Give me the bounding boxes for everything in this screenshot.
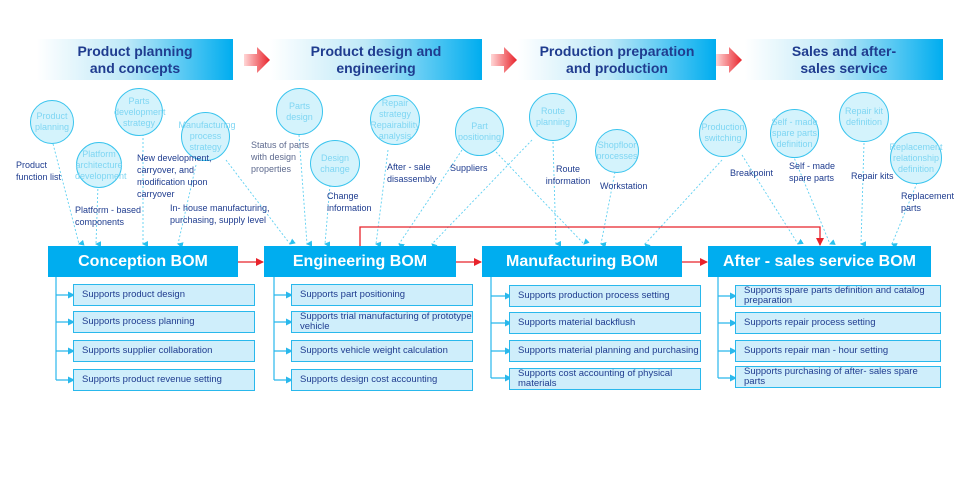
circle-shopfloor-processes: Shopfloor processes	[595, 129, 639, 173]
circle-label: Replacement relationship definition	[889, 141, 943, 174]
flow-label: Route information	[545, 164, 591, 186]
flow-line	[51, 139, 85, 246]
flow-label: New development, carryover, and modifica…	[137, 153, 212, 199]
circle-label: Repair kit definition	[844, 106, 883, 127]
circle-label: Design change	[320, 152, 350, 174]
bom-engineering: Engineering BOM	[264, 246, 456, 277]
support-item: Supports spare parts definition and cata…	[735, 285, 941, 307]
circle-part-positioning: Part positioning	[455, 107, 504, 156]
flow-label: Workstation	[600, 181, 648, 191]
support-item: Supports repair man - hour setting	[735, 340, 941, 362]
bom-title: Conception BOM	[78, 252, 208, 270]
flow-label: Self - made spare parts	[789, 161, 836, 183]
support-item: Supports product design	[73, 284, 255, 306]
phase-label: Product design and engineering	[310, 42, 442, 76]
support-item: Supports purchasing of after- sales spar…	[735, 366, 941, 388]
flow-label: After - sale disassembly	[387, 162, 437, 184]
circle-replacement-relationship-definition: Replacement relationship definition	[889, 132, 943, 184]
circle-label: Manufacturing process strategy	[178, 120, 236, 152]
circle-label: Production switching	[701, 122, 745, 143]
phase-arrow-icon	[491, 47, 517, 73]
circle-label: Shopfloor processes	[596, 140, 638, 161]
circle-self-made-spare-parts-definition: Self - made spare parts definition	[770, 109, 819, 158]
flow-label: Repair kits	[851, 171, 894, 181]
support-item: Supports vehicle weight calculation	[291, 340, 473, 362]
phase-production: Production preparation and production	[518, 39, 716, 80]
support-item: Supports material backflush	[509, 312, 701, 334]
flow-label: Change information	[327, 191, 372, 213]
circle-product-planning: Product planning	[30, 100, 74, 144]
support-item: Supports trial manufacturing of prototyp…	[291, 311, 473, 333]
circle-production-switching: Production switching	[699, 109, 747, 157]
circle-label: Part positioning	[457, 120, 502, 142]
flow-label: Status of parts with design properties	[251, 140, 310, 174]
support-item: Supports process planning	[73, 311, 255, 333]
support-item: Supports product revenue setting	[73, 369, 255, 391]
support-item: Supports material planning and purchasin…	[509, 340, 701, 362]
support-item: Supports production process setting	[509, 285, 701, 307]
circle-label: Route planning	[535, 106, 571, 127]
circle-repair-kit-definition: Repair kit definition	[839, 92, 889, 142]
support-item: Supports part positioning	[291, 284, 473, 306]
bom-title: Manufacturing BOM	[506, 252, 658, 270]
support-item: Supports repair process setting	[735, 312, 941, 334]
phase-arrow-icon	[716, 47, 742, 73]
flow-label: Replacement parts	[901, 191, 955, 213]
bom-title: Engineering BOM	[292, 252, 428, 270]
phase-sales-service: Sales and after- sales service	[745, 39, 943, 80]
circle-design-change: Design change	[310, 140, 360, 187]
circle-route-planning: Route planning	[529, 93, 577, 141]
bom-conception: Conception BOM	[48, 246, 238, 277]
support-item: Supports cost accounting of physical mat…	[509, 368, 701, 390]
circle-repair-strategy: Repair strategy Repairability analysis	[370, 95, 420, 145]
circle-label: Self - made spare parts definition	[771, 117, 818, 149]
phase-arrow-icon	[244, 47, 270, 73]
phase-product-design: Product design and engineering	[270, 39, 482, 80]
circle-label: Platform architecture development	[75, 148, 127, 181]
bom-title: After - sales service BOM	[723, 252, 916, 270]
circle-label: Repair strategy Repairability analysis	[370, 98, 420, 141]
circle-manufacturing-process-strategy: Manufacturing process strategy	[178, 112, 236, 161]
bom-after-sales-service: After - sales service BOM	[708, 246, 931, 277]
phase-label: Production preparation and production	[539, 42, 695, 76]
support-item: Supports supplier collaboration	[73, 340, 255, 362]
circle-parts-design: Parts design	[276, 88, 323, 135]
flow-label: Product function list	[16, 160, 62, 182]
support-item: Supports design cost accounting	[291, 369, 473, 391]
circle-platform-architecture: Platform architecture development	[75, 142, 127, 188]
bom-manufacturing: Manufacturing BOM	[482, 246, 682, 277]
flow-label: Suppliers	[450, 163, 488, 173]
circle-label: Parts design	[286, 100, 313, 122]
phase-product-planning: Product planning and concepts	[37, 39, 233, 80]
flow-label: Breakpoint	[730, 168, 774, 178]
phase-label: Product planning and concepts	[77, 42, 193, 76]
circle-label: Parts development strategy	[114, 95, 166, 128]
circle-parts-development-strategy: Parts development strategy	[114, 88, 166, 136]
flow-label: Platform - based components	[75, 205, 142, 227]
flow-label: In- house manufacturing, purchasing, sup…	[170, 203, 270, 225]
circle-label: Product planning	[34, 111, 70, 132]
phase-label: Sales and after- sales service	[791, 42, 897, 76]
